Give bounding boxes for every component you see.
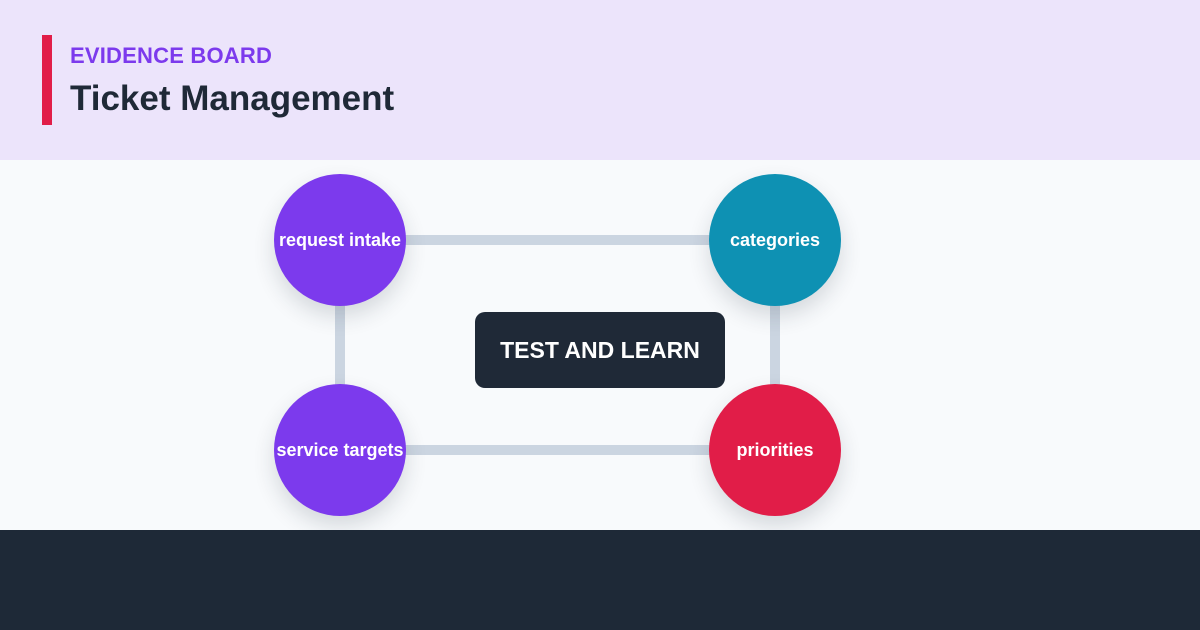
node-label: priorities <box>736 439 814 460</box>
node-label: categories <box>729 229 821 250</box>
node-priorities[interactable]: priorities <box>709 384 841 516</box>
connector-bottom <box>340 445 775 455</box>
diagram-canvas: request intake categories service target… <box>0 160 1200 530</box>
node-label: service targets <box>276 439 404 460</box>
footer-band <box>0 530 1200 630</box>
node-categories[interactable]: categories <box>709 174 841 306</box>
header-accent-bar <box>42 35 52 125</box>
connector-right <box>770 240 780 450</box>
node-service-targets[interactable]: service targets <box>274 384 406 516</box>
node-request-intake[interactable]: request intake <box>274 174 406 306</box>
center-label-box[interactable]: TEST AND LEARN <box>475 312 725 388</box>
node-label: request intake <box>278 229 402 250</box>
page-title: Ticket Management <box>70 79 395 118</box>
connector-left <box>335 240 345 450</box>
connector-top <box>340 235 775 245</box>
board-eyebrow: EVIDENCE BOARD <box>70 43 273 68</box>
center-label: TEST AND LEARN <box>500 336 700 363</box>
header-banner: EVIDENCE BOARD Ticket Management <box>0 0 1200 160</box>
